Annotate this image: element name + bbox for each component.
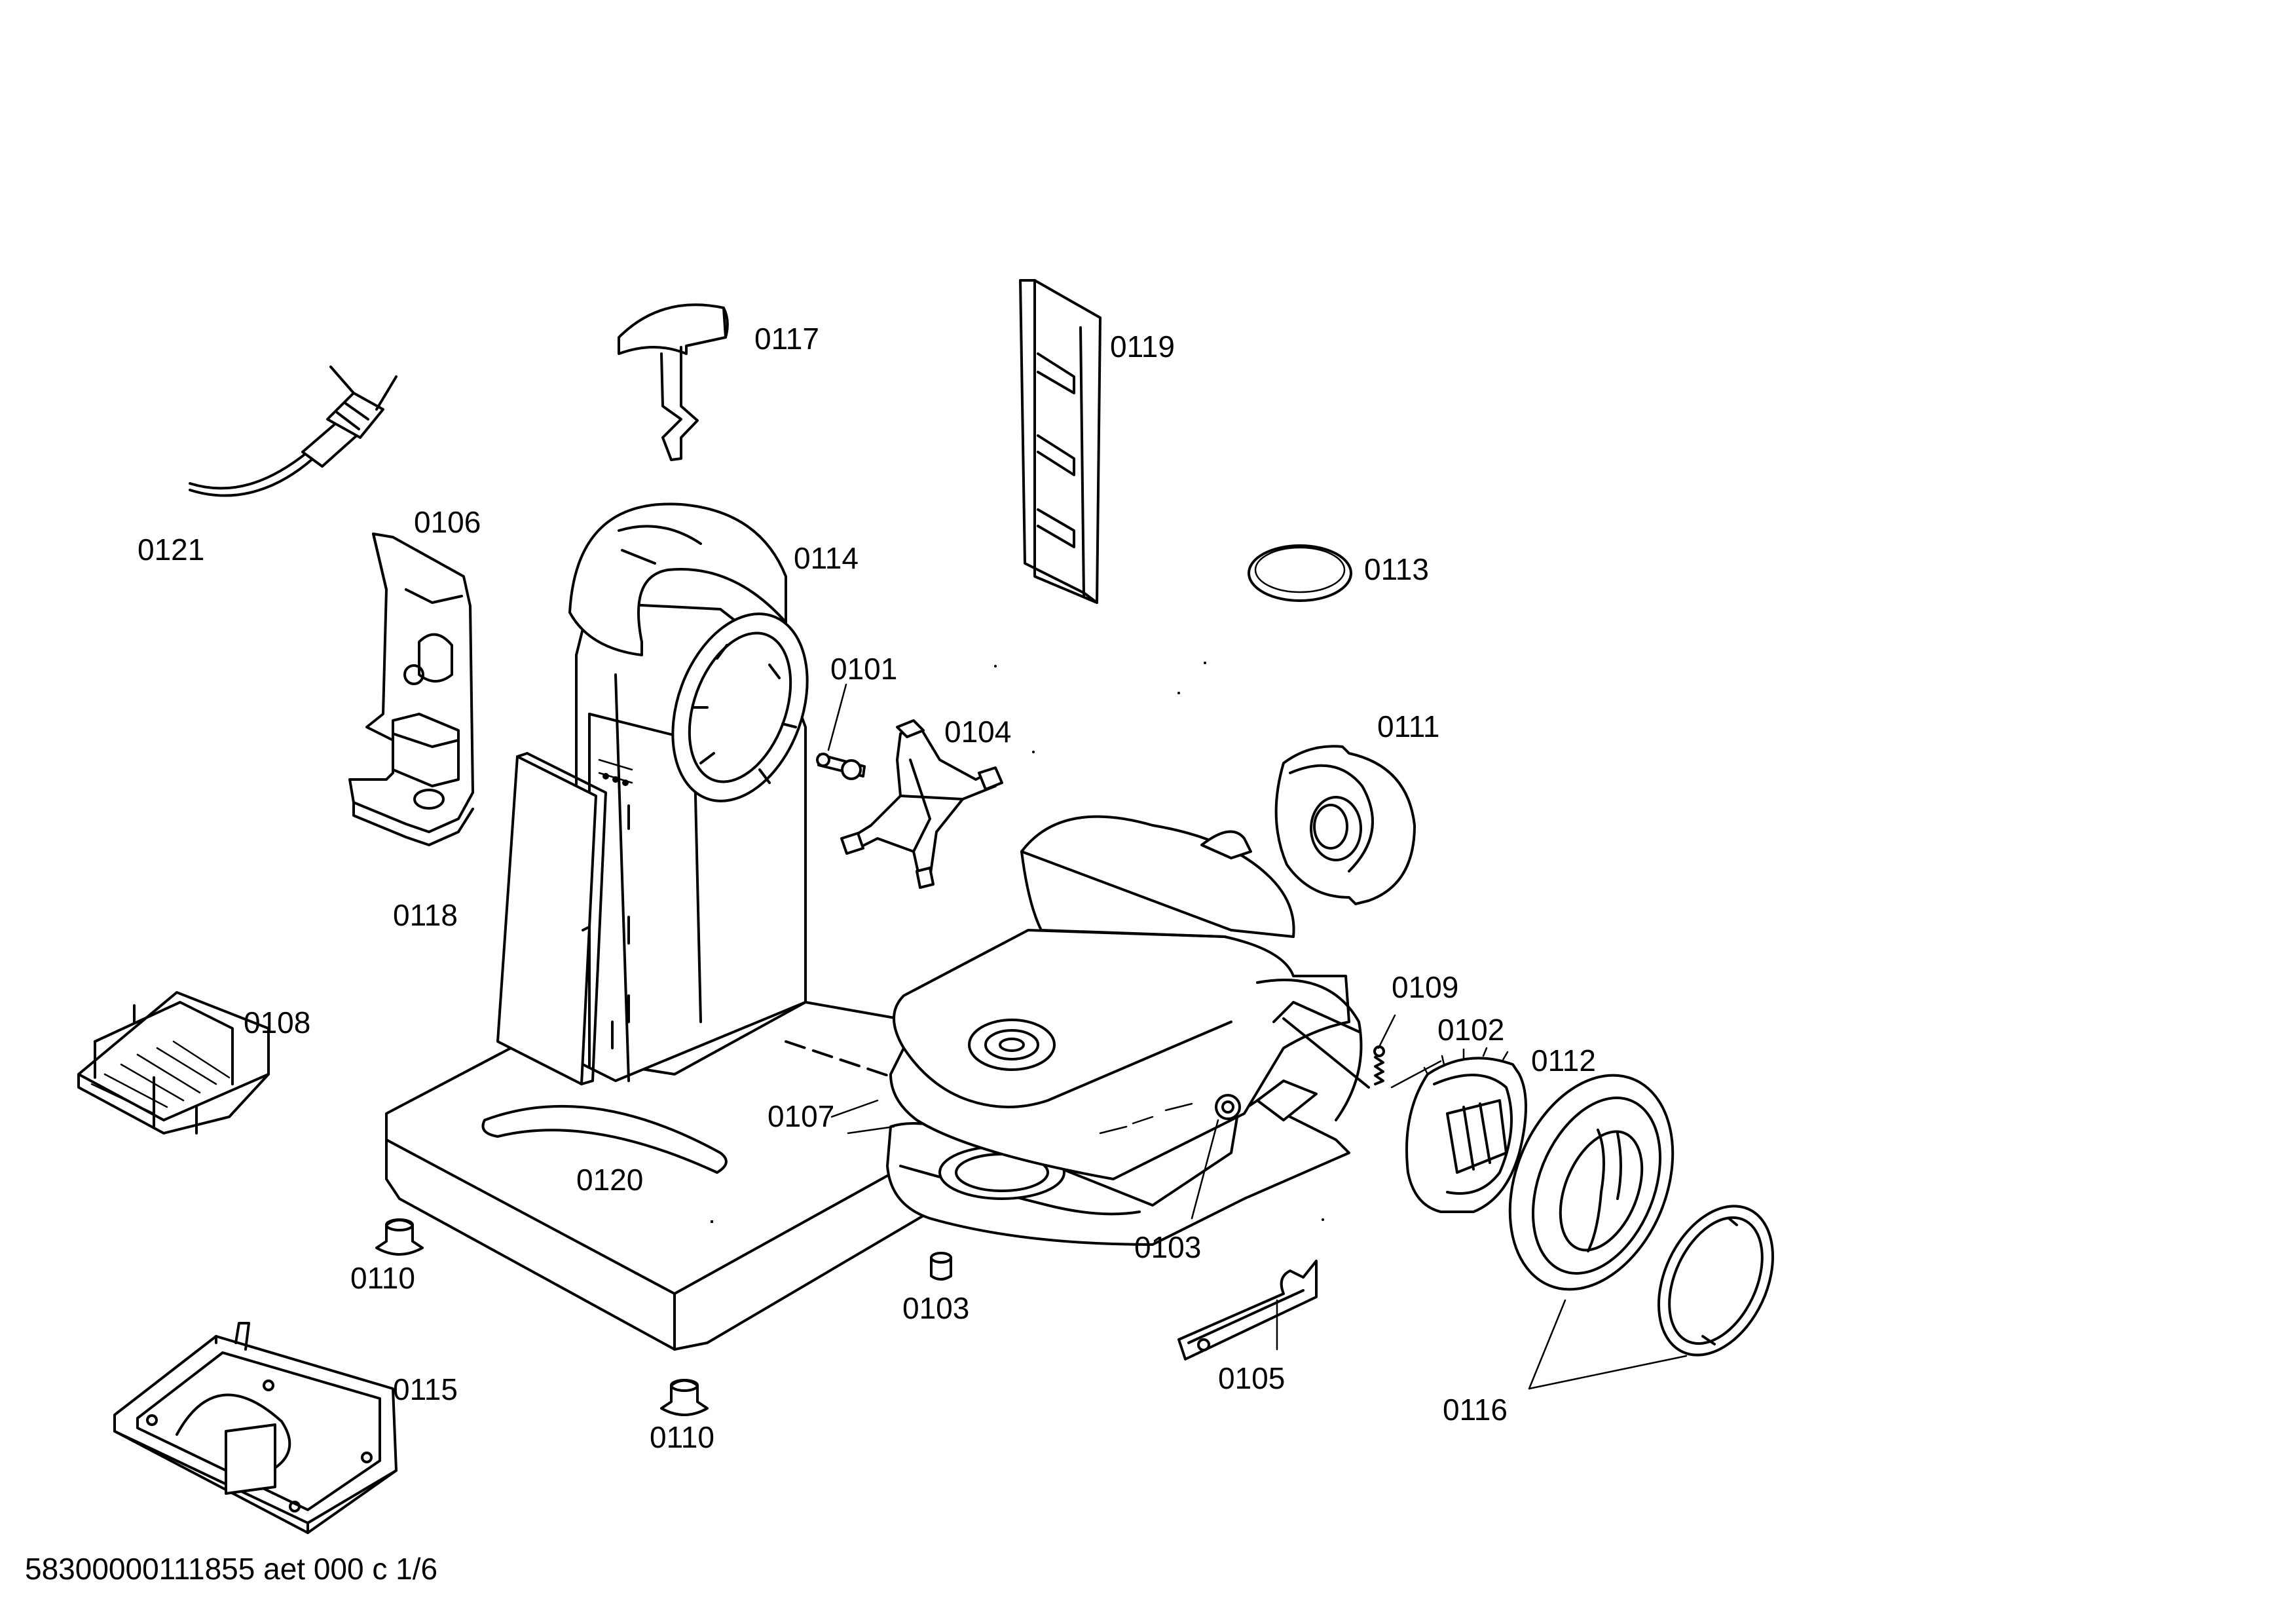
part-0103-bushing [930,1252,952,1281]
label-0106: 0106 [414,505,481,539]
label-0110: 0110 [350,1261,415,1295]
label-0108: 0108 [244,1005,310,1040]
label-0119: 0119 [1110,329,1175,364]
label-0114: 0114 [794,541,859,575]
part-0113-round-cap [1248,544,1352,602]
label-0103: 0103 [902,1291,969,1325]
label-0120: 0120 [576,1163,643,1197]
part-0118-cover-panel [496,752,607,1085]
label-0102: 0102 [1437,1013,1504,1047]
label-0121: 0121 [138,533,204,567]
part-0102-drive-gear [1405,1047,1527,1213]
label-0104: 0104 [944,715,1011,749]
label-0117: 0117 [754,322,819,356]
label-0115: 0115 [393,1372,458,1406]
part-0106-electronics-bracket [348,533,474,846]
part-0119-rail [1019,279,1102,604]
part-0110-foot-left [375,1218,424,1256]
part-0112-front-cap [1508,1074,1675,1291]
part-0117-clip [618,303,729,461]
label-0109: 0109 [1392,970,1458,1004]
part-0110-foot-bottom [660,1379,709,1416]
part-0109-spring [1373,1045,1385,1085]
part-0114-column [568,502,809,1082]
leader-lines [827,683,1688,1390]
part-0107-motor-housing [886,815,1370,1246]
part-0116-bayonet-ring [1657,1205,1775,1357]
drawing-specks [994,662,1324,1221]
label-0112: 0112 [1531,1043,1596,1078]
label-0118: 0118 [393,898,458,932]
label-0111: 0111 [1377,709,1440,743]
document-footer-code: 58300000111855 aet 000 c 1/6 [25,1552,438,1586]
part-0111-coupling-ring [1274,745,1416,905]
label-0116: 0116 [1443,1393,1508,1427]
label-0113: 0113 [1364,552,1429,586]
label-0107: 0107 [768,1099,834,1133]
part-0108-terminal-housing [77,991,270,1135]
label-0101: 0101 [830,652,897,686]
label-0105: 0105 [1218,1361,1285,1395]
label-0110: 0110 [650,1420,714,1454]
part-0105-lever [1177,1260,1318,1361]
label-0103: 0103 [1134,1230,1201,1264]
part-0104-drive-cross [840,719,1003,889]
part-0121-power-cord [189,366,398,497]
part-labels: 0101 0102 0103 0103 0104 0105 0106 0107 … [138,322,1596,1454]
part-0115-base-plate [113,1322,398,1534]
part-0101-shaft [816,753,866,780]
